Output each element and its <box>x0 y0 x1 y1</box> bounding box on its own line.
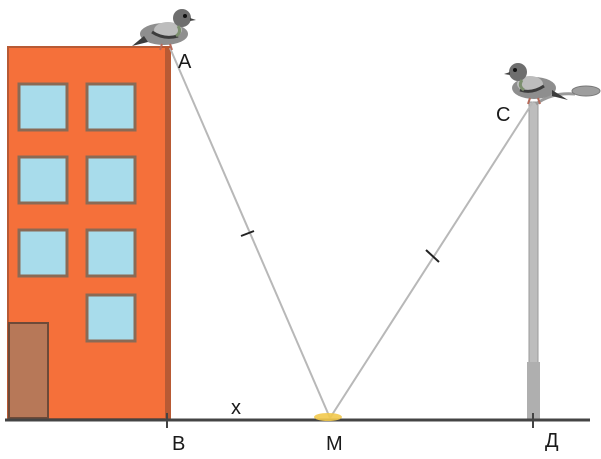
point-m-marker <box>314 413 342 421</box>
pigeon-icon <box>132 9 196 51</box>
segment-cm <box>329 101 534 419</box>
equal-mark-cm <box>425 249 440 263</box>
window <box>85 82 137 132</box>
label-point-a: A <box>178 51 192 73</box>
building-right-edge <box>165 47 171 419</box>
label-point-d: Д <box>545 430 559 452</box>
door <box>8 322 49 419</box>
window <box>85 155 137 205</box>
pigeon-icon <box>504 63 568 105</box>
lamp-head <box>571 85 601 97</box>
window <box>85 228 137 278</box>
label-point-b: B <box>172 433 185 455</box>
window <box>85 293 137 343</box>
lamp-post <box>527 85 601 421</box>
equal-mark-am <box>240 230 255 237</box>
lamp-post-base <box>527 362 540 420</box>
label-segment-x: x <box>231 397 241 419</box>
window <box>17 155 69 205</box>
label-point-m: M <box>326 433 343 455</box>
building <box>7 46 171 420</box>
label-point-c: C <box>496 104 510 126</box>
window <box>17 228 69 278</box>
window <box>17 82 69 132</box>
